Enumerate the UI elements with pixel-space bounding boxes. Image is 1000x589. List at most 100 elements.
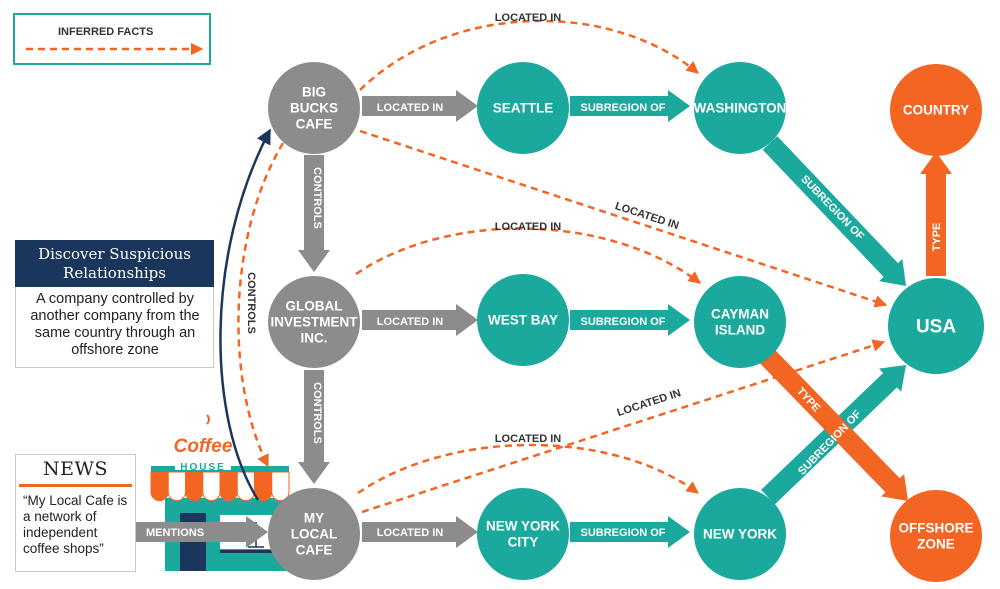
node-circle [890, 64, 982, 156]
node-label-line: WASHINGTON [694, 101, 787, 116]
node-label-line: NEW YORK [703, 527, 777, 542]
news-underline [19, 484, 132, 487]
node-label-line: LOCAL [291, 527, 338, 542]
node-label-line: COUNTRY [903, 103, 969, 118]
node-west-bay[interactable]: WEST BAY [477, 274, 569, 366]
node-circle [477, 62, 569, 154]
inferred-mylocal-newyork [357, 443, 700, 495]
edge-controls-global-mylocal [298, 370, 330, 484]
node-circle [694, 62, 786, 154]
edge-located-in-global-westbay [362, 304, 478, 336]
edge-controls-mylocal-bigbucks [219, 128, 272, 501]
edge-type-usa-country [920, 152, 952, 276]
label-subregion-2: SUBREGION OF [581, 316, 666, 328]
awning-stripe [271, 471, 290, 502]
label-mentions: MENTIONS [146, 527, 204, 539]
node-label-line: INC. [301, 331, 328, 346]
edge-controls-bigbucks-global [298, 155, 330, 272]
edge-mentions [136, 516, 268, 548]
discover-panel-body: A company controlled by another company … [30, 291, 200, 358]
node-label-line: USA [916, 317, 956, 338]
awning-stripe [167, 471, 186, 502]
news-title: NEWS [42, 458, 109, 480]
legend-label: INFERRED FACTS [58, 26, 154, 38]
inferred-edges [237, 19, 888, 514]
node-label-line: CAYMAN [711, 307, 769, 322]
node-circle [268, 62, 360, 154]
edge-subregion-washington-usa [762, 136, 906, 286]
node-label-line: MY [304, 511, 324, 526]
label-located-in-dash-5: LOCATED IN [495, 433, 561, 445]
news-box [15, 454, 136, 572]
awning-stripe [219, 471, 238, 502]
node-circle [268, 276, 360, 368]
node-usa[interactable]: USA [888, 278, 984, 374]
node-label-line: ISLAND [715, 323, 766, 338]
node-label-line: ZONE [917, 537, 955, 552]
coffee-sign-script: Coffee [174, 436, 233, 457]
node-label-line: NEW YORK [486, 519, 560, 534]
node-label-line: SEATTLE [493, 101, 554, 116]
node-label-line: INVESTMENT [270, 315, 358, 330]
edge-subregion-nyc-newyork [570, 516, 690, 548]
coffee-sign-house: HOUSE [180, 462, 226, 473]
inferred-bigbucks-washington [359, 19, 699, 91]
label-subregion-wa-usa: SUBREGION OF [798, 173, 866, 243]
node-circle [477, 274, 569, 366]
label-located-in-dash-1: LOCATED IN [495, 12, 561, 24]
legend-box [13, 13, 211, 65]
node-label-line: OFFSHORE [898, 521, 973, 536]
awning-stripe [185, 471, 204, 502]
label-located-in-dash-4: LOCATED IN [616, 387, 683, 419]
coffee-steam-icon [206, 414, 210, 425]
label-controls-2: CONTROLS [311, 382, 323, 444]
inferred-bigbucks-mylocal-controls [237, 142, 285, 468]
edge-located-in-mylocal-nyc [362, 516, 478, 548]
node-label-line: CITY [508, 535, 539, 550]
node-label-line: CAFE [296, 117, 333, 132]
node-country[interactable]: COUNTRY [890, 64, 982, 156]
news-quote: “My Local Cafe is a network of independe… [23, 493, 128, 556]
discover-panel-title: Discover Suspicious Relationships [15, 240, 214, 287]
label-subregion-1: SUBREGION OF [581, 102, 666, 114]
label-located-in-1: LOCATED IN [377, 102, 443, 114]
node-label-line: GLOBAL [286, 299, 343, 314]
node-circle [694, 276, 786, 368]
node-new-york[interactable]: NEW YORK [694, 488, 786, 580]
label-subregion-3: SUBREGION OF [581, 527, 666, 539]
edge-subregion-westbay-cayman [570, 304, 690, 336]
node-label-line: BUCKS [290, 101, 338, 116]
edge-type-cayman-offshore [756, 346, 908, 501]
edge-subregion-seattle-washington [570, 90, 690, 122]
node-circle [890, 490, 982, 582]
label-controls-1: CONTROLS [311, 167, 323, 229]
inferred-global-cayman [355, 227, 701, 284]
node-seattle[interactable]: SEATTLE [477, 62, 569, 154]
node-label-line: WEST BAY [488, 313, 558, 328]
label-controls-3: CONTROLS [245, 272, 257, 334]
node-circle [694, 488, 786, 580]
awning-stripe [150, 471, 169, 502]
node-label-line: CAFE [296, 543, 333, 558]
node-circle [477, 488, 569, 580]
edge-located-in-bigbucks-seattle [362, 90, 478, 122]
label-located-in-3: LOCATED IN [377, 527, 443, 539]
label-located-in-2: LOCATED IN [377, 316, 443, 328]
node-label-line: BIG [302, 85, 326, 100]
node-circle [268, 488, 360, 580]
node-washington[interactable]: WASHINGTON [694, 62, 787, 154]
label-located-in-dash-2: LOCATED IN [613, 200, 680, 232]
node-circle [888, 278, 984, 374]
label-type-usa: TYPE [931, 223, 943, 252]
label-located-in-dash-3: LOCATED IN [495, 221, 561, 233]
inferred-bigbucks-usa [359, 129, 888, 308]
inferred-mylocal-usa [361, 339, 886, 514]
awning-stripe [202, 471, 221, 502]
